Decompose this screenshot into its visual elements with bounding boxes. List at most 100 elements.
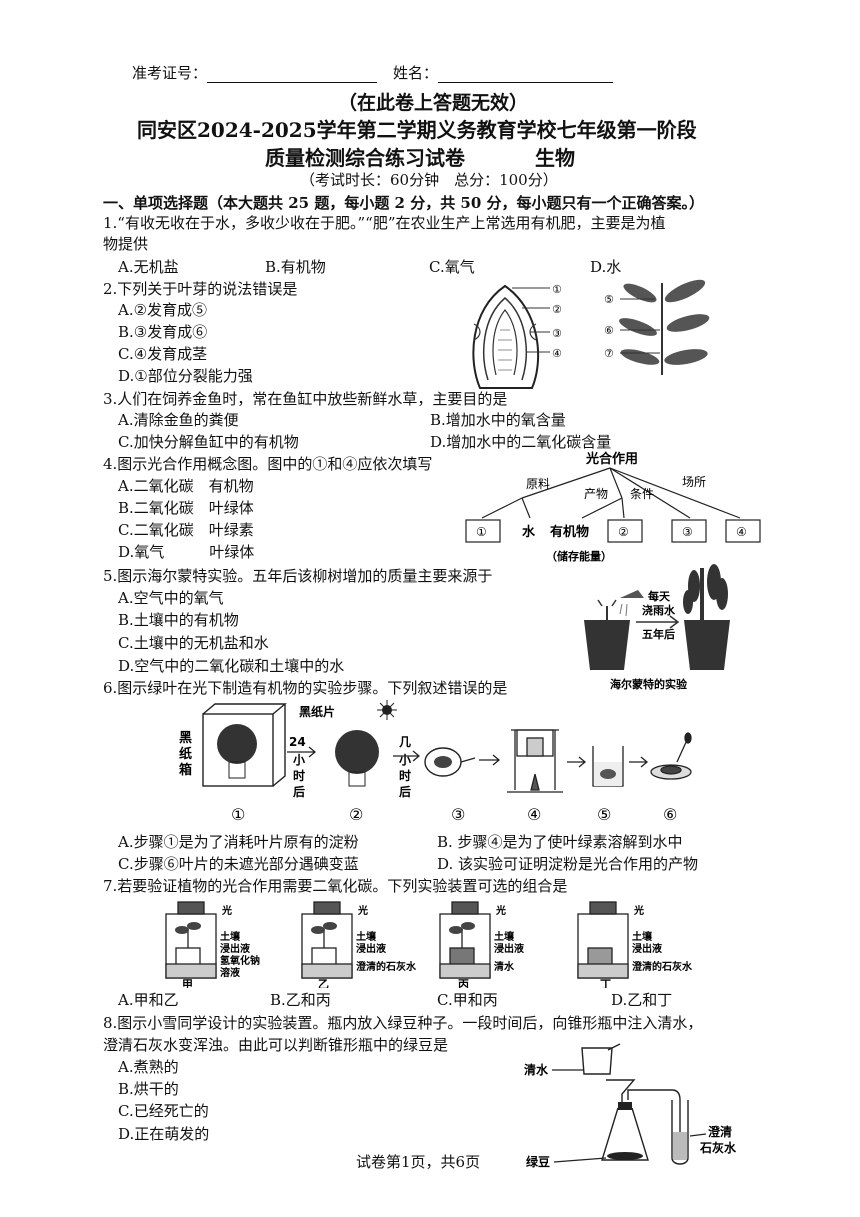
- jar-yi-lime: 澄清的石灰水: [356, 960, 417, 973]
- q6-option-c: C.步骤⑥叶片的未遮光部分遇碘变蓝: [118, 855, 359, 873]
- time-24-ch2: 时: [293, 768, 305, 783]
- apparatus-water-label: 清水: [524, 1062, 549, 1077]
- dark-box-label-1: 黑: [179, 731, 192, 746]
- map-box-2: ②: [618, 525, 629, 539]
- q7-stem: 7.若要验证植物的光合作用需要二氧化碳。下列实验装置可选的组合是: [103, 877, 568, 895]
- dark-box-plant: [202, 703, 287, 787]
- jar-yi-extract: 浸出液: [356, 942, 386, 955]
- q3-option-c: C.加快分解鱼缸中的有机物: [118, 433, 299, 451]
- step-label-3: ③: [451, 805, 465, 824]
- exam-title-line2: 质量检测综合练习试卷: [265, 146, 465, 170]
- q6-stem: 6.图示绿叶在光下制造有机物的实验步骤。下列叙述错误的是: [103, 679, 508, 697]
- helmont-daily: 每天: [648, 589, 671, 603]
- jar-yi-name: 乙: [318, 978, 329, 988]
- step-label-5: ⑤: [597, 805, 611, 824]
- ticket-number-label: 准考证号：: [132, 62, 378, 83]
- jar-yi-light: 光: [357, 904, 368, 917]
- q1-option-d: D.水: [590, 258, 622, 276]
- bud-label-2: ②: [552, 303, 562, 316]
- leaf-bud-diagram: ① ② ③ ④: [472, 283, 562, 389]
- time-few-ch0: 几: [399, 735, 411, 749]
- q3-option-d: D.增加水中的二氧化碳含量: [430, 433, 612, 451]
- map-box-4: ④: [736, 525, 747, 539]
- black-paper-label: 黑纸片: [299, 704, 335, 719]
- q3-option-a: A.清除金鱼的粪便: [118, 411, 239, 429]
- q6-option-d: D. 该实验可证明淀粉是光合作用的产物: [437, 855, 699, 873]
- jar-jia-naoh: 氢氧化钠: [220, 954, 260, 967]
- q8-option-b: B.烘干的: [118, 1080, 179, 1098]
- q1-stem: 1.“有收无收在于水，多收少收在于肥。”“肥”在农业生产上常选用有机肥，主要是为…: [103, 214, 666, 232]
- q2-option-c: C.④发育成茎: [118, 345, 208, 363]
- q2-option-d: D.①部位分裂能力强: [118, 367, 253, 385]
- q7-option-a: A.甲和乙: [118, 991, 179, 1009]
- q5-option-b: B.土壤中的有机物: [118, 611, 239, 629]
- map-condition: 条件: [630, 487, 654, 501]
- jar-jia-name: 甲: [182, 978, 193, 988]
- q1-stem-cont: 物提供: [103, 235, 149, 253]
- jar-jia-soil: 土壤: [220, 930, 241, 943]
- q7-option-b: B.乙和丙: [270, 991, 331, 1009]
- q4-option-c: C.二氧化碳 叶绿素: [118, 521, 254, 539]
- q5-stem: 5.图示海尔蒙特实验。五年后该柳树增加的质量主要来源于: [103, 567, 493, 585]
- sun-icon: [377, 700, 397, 720]
- apparatus-lime-label-1: 澄清: [708, 1124, 732, 1139]
- map-organic: 有机物: [550, 524, 589, 540]
- time-few-ch1: 小: [399, 752, 411, 767]
- dark-box-label-2: 纸: [179, 746, 192, 762]
- helmont-water: 浇雨水: [642, 603, 676, 617]
- leafy-shoot-diagram: ⑤ ⑥ ⑦: [604, 279, 710, 375]
- jar-ding-light: 光: [633, 904, 644, 917]
- shoot-label-6: ⑥: [604, 324, 614, 337]
- q8-option-a: A.煮熟的: [118, 1058, 179, 1076]
- jar-ding-extract: 浸出液: [632, 942, 662, 955]
- student-name-blank: [438, 66, 614, 83]
- section-heading: 一、单项选择题（本大题共 25 题，每小题 2 分，共 50 分，每小题只有一个…: [103, 194, 705, 212]
- q8-stem-cont: 澄清石灰水变浑浊。由此可以判断锥形瓶中的绿豆是: [103, 1036, 449, 1054]
- q5-option-d: D.空气中的二氧化碳和土壤中的水: [118, 657, 345, 675]
- time-few-ch3: 后: [399, 784, 411, 799]
- map-root: 光合作用: [585, 451, 638, 467]
- jar-jia-extract: 浸出液: [220, 942, 250, 955]
- time-few-ch2: 时: [399, 768, 411, 783]
- q3-option-b: B.增加水中的氧含量: [430, 411, 566, 429]
- jar-ding-soil: 土壤: [632, 930, 653, 943]
- q2-option-b: B.③发育成⑥: [118, 323, 208, 341]
- time-24-ch1: 小: [293, 752, 305, 767]
- jar-jia-solution: 溶液: [220, 966, 240, 979]
- map-site: 场所: [682, 475, 706, 489]
- q2-option-a: A.②发育成⑤: [118, 301, 208, 319]
- page-footer: 试卷第1页，共6页: [356, 1153, 481, 1171]
- exam-info: （考试时长：60分钟 总分：100分）: [300, 171, 558, 189]
- apparatus-bean-label: 绿豆: [526, 1154, 550, 1169]
- q7-option-c: C.甲和丙: [437, 991, 498, 1009]
- helmont-caption: 海尔蒙特的实验: [610, 677, 688, 691]
- q5-option-a: A.空气中的氧气: [118, 589, 224, 607]
- q8-option-c: C.已经死亡的: [118, 1102, 209, 1120]
- bud-label-4: ④: [552, 347, 562, 360]
- jar-ding-lime: 澄清的石灰水: [632, 960, 693, 973]
- map-energy-note: （储存能量）: [546, 549, 612, 563]
- q4-option-b: B.二氧化碳 叶绿体: [118, 499, 254, 517]
- helmont-experiment-diagram: 每天 浇雨水 五年后 海尔蒙特的实验: [584, 564, 730, 691]
- jar-bing-water: 清水: [494, 960, 515, 973]
- exam-subject: 生物: [535, 146, 575, 170]
- q6-option-a: A.步骤①是为了消耗叶片原有的淀粉: [118, 833, 359, 851]
- exam-title-line1: 同安区2024-2025学年第二学期义务教育学校七年级第一阶段: [137, 118, 697, 142]
- step-label-4: ④: [527, 805, 541, 824]
- jar-yi-soil: 土壤: [356, 930, 377, 943]
- shoot-label-7: ⑦: [604, 347, 614, 360]
- q3-stem: 3.人们在饲养金鱼时，常在鱼缸中放些新鲜水草，主要目的是: [103, 390, 508, 408]
- shoot-label-5: ⑤: [604, 293, 614, 306]
- student-name-label: 姓名：: [393, 62, 614, 83]
- step-label-2: ②: [349, 805, 363, 824]
- co2-jar-apparatus: 光 土壤 浸出液 氢氧化钠 溶液 甲 光 土壤 浸出液 澄清的石灰水 乙 光 土…: [165, 901, 693, 988]
- jar-jia-light: 光: [221, 904, 232, 917]
- q1-option-c: C.氧气: [429, 258, 475, 276]
- dark-box-label-3: 箱: [179, 762, 192, 778]
- time-24-num: 24: [289, 735, 306, 749]
- helmont-years: 五年后: [642, 627, 675, 641]
- germination-apparatus: 清水 绿豆 澄清 石灰水: [524, 1043, 737, 1169]
- jar-bing-soil: 土壤: [494, 930, 515, 943]
- apparatus-lime-label-2: 石灰水: [699, 1140, 737, 1155]
- q4-stem: 4.图示光合作用概念图。图中的①和④应依次填写: [103, 455, 433, 473]
